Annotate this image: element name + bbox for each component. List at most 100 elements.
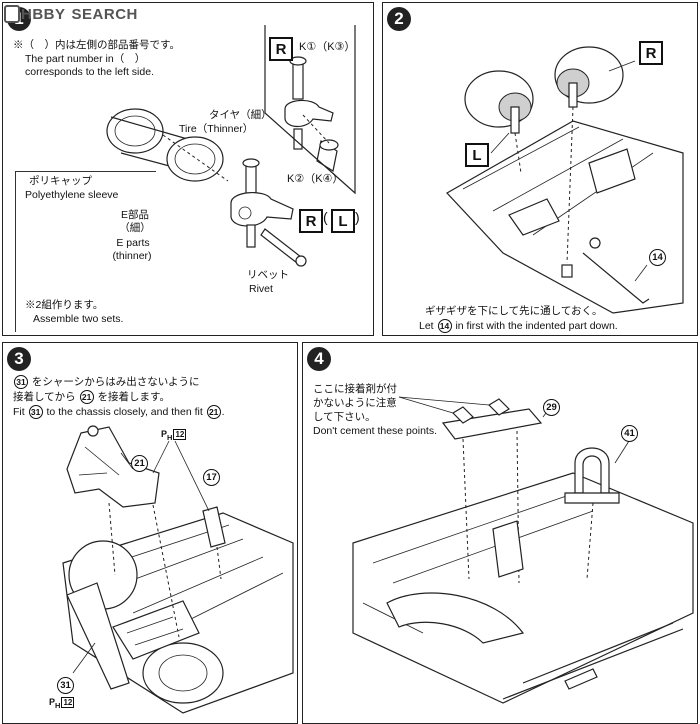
rear-wheel	[142, 642, 224, 704]
rivet-label-en: Rivet	[249, 283, 273, 295]
fender-arch	[386, 592, 525, 644]
fit-note-part-31: 31	[14, 375, 28, 389]
fit-note-jp-1-b: をシャーシからはみ出さないように	[31, 376, 200, 388]
logo-h: H	[21, 5, 33, 23]
part-31-leader	[72, 642, 96, 674]
k-parts-top-label: K①（K③）	[299, 41, 356, 53]
right-side-tag-inset: R	[269, 37, 293, 61]
indent-note-jp: ギザギザを下にして先に通しておく。	[425, 305, 603, 317]
roll-bar-base	[564, 492, 620, 504]
step-3-badge: 3	[7, 347, 31, 371]
left-side-note-en-1: The part number in（ ）	[25, 53, 146, 65]
rivet-head	[295, 255, 307, 267]
tire-outer-hole	[114, 115, 156, 147]
assemble-note-en: Assemble two sets.	[33, 313, 124, 325]
ph-num-2: 12	[61, 697, 75, 708]
chassis-ribs	[82, 524, 284, 634]
tray-edge	[502, 622, 684, 700]
fit-note-en-b: to the chassis closely, and then fit	[46, 406, 203, 418]
rivet-label-jp: リベット	[247, 269, 289, 281]
bracket-tab-right	[488, 398, 510, 416]
right-tag-leader	[608, 60, 636, 72]
rear-wheel-hub	[158, 654, 208, 692]
chassis-lines	[362, 492, 594, 634]
left-side-paren-close: )	[355, 209, 360, 225]
fit-note-en-part-31: 31	[28, 405, 43, 419]
tray-marking	[564, 668, 598, 690]
step-2-drawing	[446, 46, 684, 314]
chassis-gear-box	[588, 148, 636, 194]
ph-num: 12	[173, 429, 187, 440]
right-side-tag: R	[639, 41, 663, 65]
left-side-tag: L	[465, 143, 489, 167]
inset-post-top	[289, 56, 307, 66]
ph12-leader-2	[174, 440, 210, 512]
polycap-label-jp: ポリキャップ	[29, 175, 92, 187]
step-4-drawing	[352, 396, 694, 704]
indent-note-en: Let 14 in first with the indented part d…	[419, 319, 618, 333]
inset-guide-line	[302, 114, 330, 144]
cement-note-jp-3: して下さい。	[313, 411, 376, 423]
polycap-inset-box	[15, 171, 156, 332]
left-guide-line	[514, 132, 522, 174]
part-31-callout: 31	[57, 677, 74, 694]
fit-note-part-21: 21	[79, 390, 94, 404]
part-14-callout: 14	[649, 249, 666, 266]
suspension-arm	[582, 252, 650, 304]
k-parts-bottom-label: K②（K④）	[287, 173, 344, 185]
mount-post	[492, 520, 524, 578]
arm-joint	[589, 237, 601, 249]
roll-bar-guide	[586, 502, 594, 580]
left-side-paren-open: (	[323, 209, 328, 225]
fit-note-en-a: Fit	[13, 406, 25, 418]
fit-note-en: Fit 31 to the chassis closely, and then …	[13, 405, 225, 419]
right-side-tag: R	[299, 209, 323, 233]
ph-label-2: P	[49, 697, 56, 707]
fit-note-jp-1: 31 をシャーシからはみ出さないように	[13, 375, 200, 389]
part-41-callout: 41	[621, 425, 638, 442]
indent-note-part-14: 14	[437, 319, 452, 333]
bracket-detail	[78, 446, 120, 476]
indent-note-en-a: Let	[419, 320, 434, 332]
step-3-drawing	[62, 425, 294, 714]
inset-knuckle-body	[284, 99, 334, 128]
tire-label-jp: タイヤ（細）	[209, 109, 272, 121]
part-41-leader	[614, 440, 630, 464]
inset-knuckle-lower	[293, 128, 303, 150]
ph-sub-2: H	[55, 700, 61, 710]
inset-frame	[264, 25, 356, 195]
part-14-leader	[634, 264, 648, 282]
rivet-shaft	[260, 228, 302, 264]
bracket-tab-left	[452, 406, 474, 424]
left-tag-leader	[490, 132, 510, 154]
logo-mark	[4, 5, 20, 23]
side-rail-part-31	[66, 582, 130, 690]
right-knuckle-post	[568, 82, 578, 108]
chassis-tray	[352, 472, 694, 704]
bracket-hook	[87, 425, 99, 437]
assemble-note-jp: ※2組作ります。	[25, 299, 104, 311]
fit-note-jp-2: 接着してから 21 を接着します。	[13, 390, 170, 404]
ph-label: P	[161, 429, 168, 439]
logo-bby: BBY	[32, 5, 66, 23]
left-side-note-en-2: corresponds to the left side.	[25, 66, 154, 78]
cement-leader-1	[398, 396, 454, 414]
part-21-guide-1	[108, 502, 116, 576]
tire-guide-line	[162, 134, 229, 182]
tire-inner-hole	[174, 143, 216, 175]
chassis-motor-box	[508, 198, 560, 236]
part-29-callout: 29	[543, 399, 560, 416]
part-17-callout: 17	[203, 469, 220, 486]
bracket-part-21	[66, 426, 160, 508]
polycap-label-en: Polyethylene sleeve	[25, 189, 119, 201]
knuckle-post-top	[242, 158, 260, 168]
step-1-panel: 1 ※（ ）内は左側の部品番号です。 The part number in（ ）…	[2, 2, 374, 336]
indent-note-en-b: in first with the indented part down.	[455, 320, 618, 332]
e-parts-label-en-2: (thinner)	[112, 250, 152, 262]
ph-sub: H	[167, 432, 173, 442]
part-21-guide-2	[152, 504, 180, 638]
logo-search: SEARCH	[71, 5, 138, 23]
